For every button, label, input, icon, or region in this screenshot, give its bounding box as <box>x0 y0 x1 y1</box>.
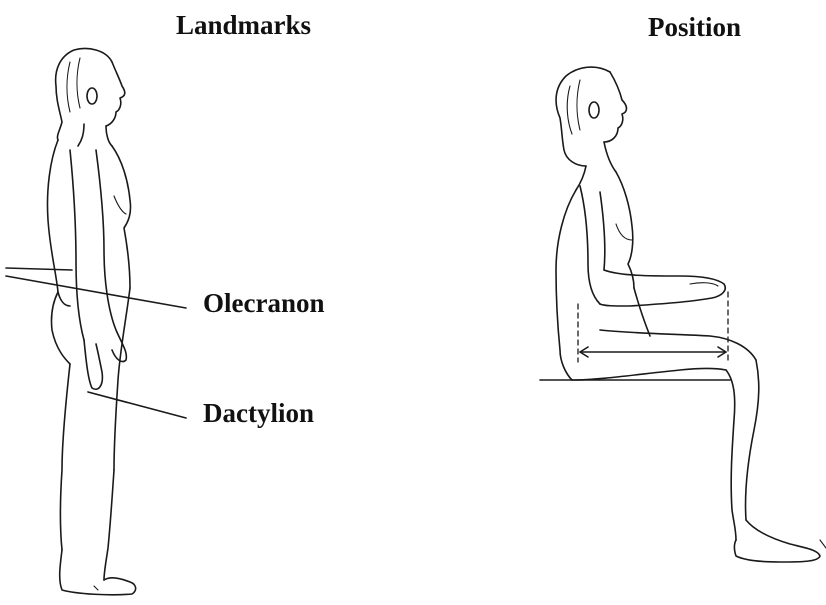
seated-hair <box>556 67 610 166</box>
seated-back <box>556 190 576 380</box>
dactylion-leader <box>88 392 186 418</box>
seated-face <box>604 72 627 142</box>
seated-forearm <box>600 270 725 306</box>
seated-figure <box>540 67 826 562</box>
standing-chest <box>112 146 131 288</box>
seated-thigh <box>600 330 756 360</box>
seated-foot <box>735 520 821 562</box>
olecranon-leader <box>6 268 186 308</box>
standing-foot <box>60 550 136 595</box>
measurement-indicator <box>578 292 728 362</box>
standing-back <box>47 140 70 364</box>
standing-arm <box>96 150 126 362</box>
seated-upper-arm <box>580 186 600 304</box>
standing-figure <box>47 49 135 595</box>
standing-face <box>106 62 125 126</box>
